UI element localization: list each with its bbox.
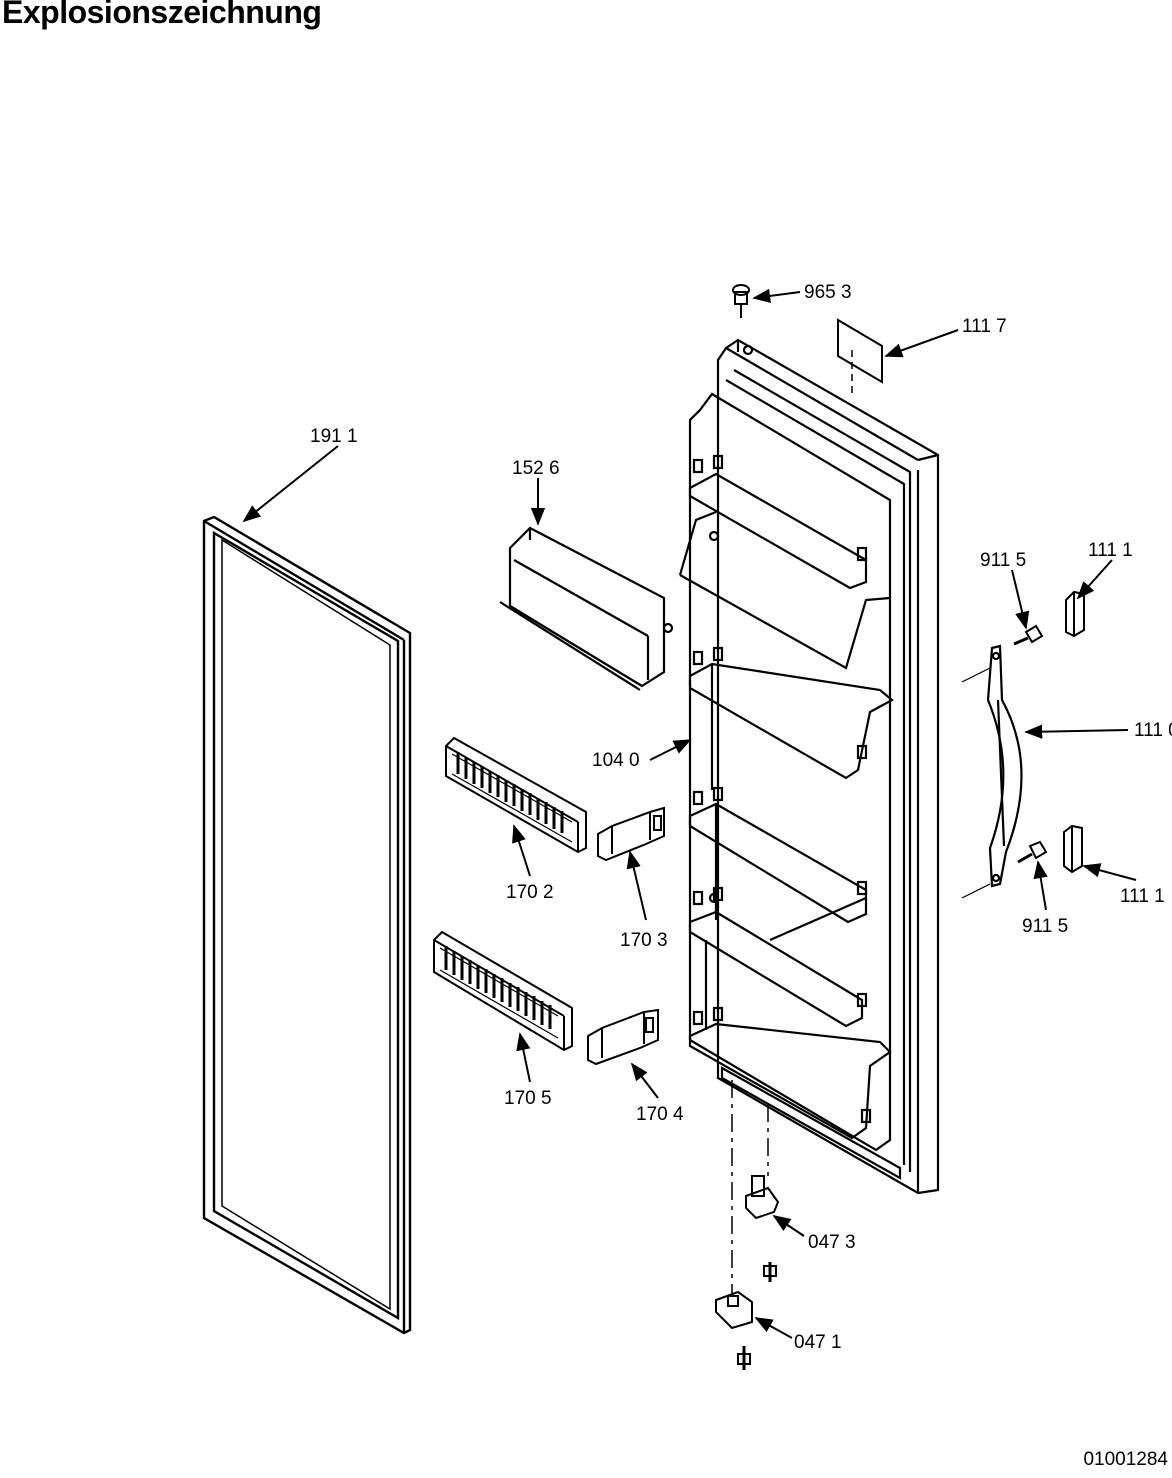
callout-170-5: 170 5 — [504, 1088, 552, 1109]
document-number: 01001284 — [1083, 1449, 1168, 1470]
door-gasket — [202, 515, 412, 1335]
page-title: Explosionszeichnung — [2, 0, 322, 30]
label-plate — [837, 318, 883, 398]
bottle-rack-lower-bars — [444, 946, 552, 1029]
callout-170-4: 170 4 — [636, 1104, 684, 1125]
callout-104-0: 104 0 — [592, 750, 640, 771]
callout-911-5-lower: 911 5 — [1022, 916, 1068, 937]
bottle-rack-upper-bars — [456, 752, 564, 833]
hinge-lower — [715, 1290, 753, 1370]
handle-screw-lower — [1017, 840, 1048, 864]
hinge-axis-lines — [731, 1080, 769, 1296]
leader-arrows — [242, 288, 1137, 1339]
callout-047-3: 047 3 — [808, 1232, 856, 1253]
hinge-upper — [745, 1175, 780, 1282]
callout-170-3: 170 3 — [620, 930, 668, 951]
shelf-cover — [499, 526, 674, 691]
handle-screw-upper — [1013, 624, 1044, 646]
callout-111-7: 111 7 — [962, 316, 1007, 337]
handle-cap-lower — [1063, 824, 1083, 874]
callout-111-0: 111 0 — [1134, 720, 1172, 741]
handle-cap-upper — [1065, 590, 1085, 638]
door-plug — [732, 284, 750, 318]
bottle-rack-upper — [445, 736, 587, 854]
callout-911-5-upper: 911 5 — [980, 550, 1026, 571]
rack-clip-upper — [597, 806, 665, 862]
door-handle — [961, 644, 1023, 899]
callout-111-1-upper: 111 1 — [1088, 540, 1133, 561]
callout-152-6: 152 6 — [512, 458, 560, 479]
door-inner-liner — [678, 338, 940, 1195]
callout-191-1: 191 1 — [310, 426, 358, 447]
rack-clip-lower — [587, 1008, 659, 1066]
callout-047-1: 047 1 — [794, 1332, 842, 1353]
callout-111-1-lower: 111 1 — [1120, 886, 1165, 907]
callout-170-2: 170 2 — [506, 882, 554, 903]
callout-965-3: 965 3 — [804, 282, 852, 303]
